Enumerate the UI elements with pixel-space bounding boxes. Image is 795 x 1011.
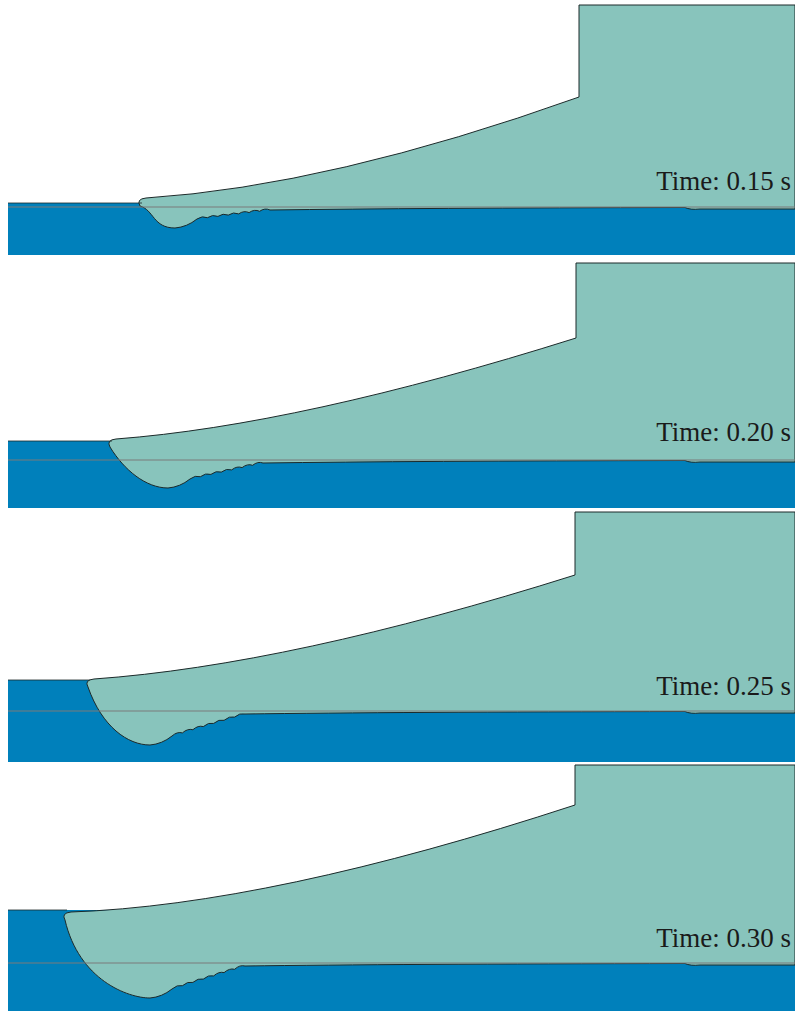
water-surface-line — [8, 910, 67, 911]
time-label: Time: 0.20 s — [656, 417, 791, 447]
simulation-panel — [8, 512, 795, 762]
time-label: Time: 0.15 s — [656, 166, 791, 196]
time-label: Time: 0.25 s — [656, 671, 791, 701]
released-fluid — [87, 512, 795, 745]
initial-level-line — [8, 459, 795, 460]
initial-level-line — [8, 962, 795, 963]
simulation-panel — [8, 5, 795, 255]
initial-level-line — [8, 710, 795, 711]
released-fluid — [139, 5, 795, 228]
water-layer — [8, 203, 795, 255]
water-surface-line — [8, 203, 142, 204]
initial-level-line — [8, 206, 795, 207]
simulation-panel — [8, 263, 795, 508]
released-fluid — [109, 263, 795, 488]
time-label: Time: 0.30 s — [656, 923, 791, 953]
simulation-panel — [8, 765, 795, 1011]
water-surface-line — [8, 441, 112, 442]
water-surface-line — [8, 680, 90, 681]
